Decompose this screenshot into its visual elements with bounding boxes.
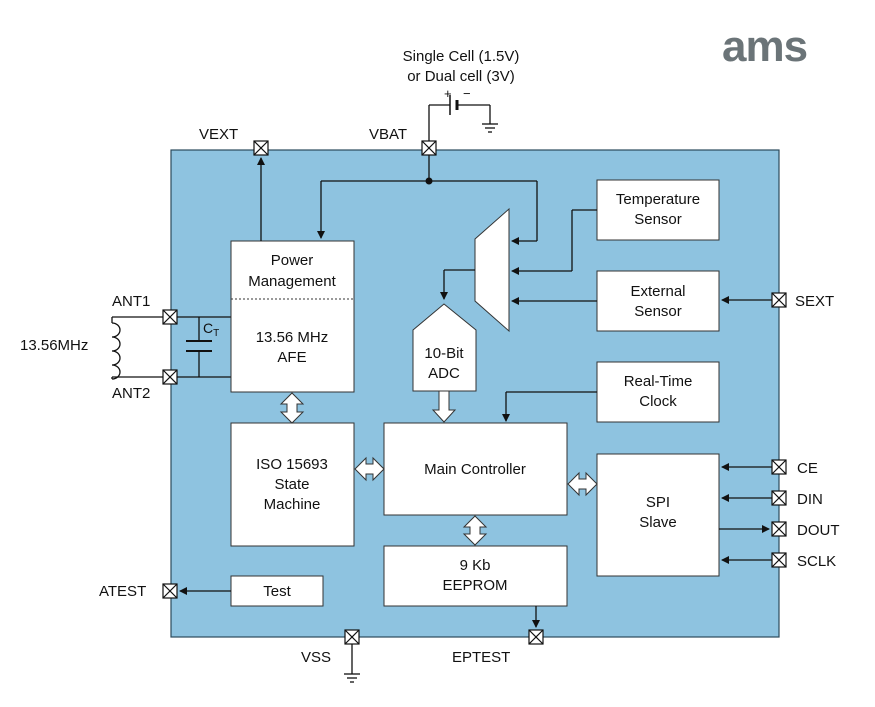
- adc-to-controller-arrow: [431, 390, 457, 423]
- pin-vext[interactable]: [253, 140, 269, 156]
- external-sensor-block: [596, 270, 720, 332]
- power-management-label-2: Management: [248, 273, 336, 290]
- adc-label-1: 10-Bit: [424, 345, 464, 362]
- antenna-coil: 13.56MHz: [20, 316, 163, 380]
- pin-ce[interactable]: [771, 459, 787, 475]
- pin-label-din: DIN: [797, 491, 823, 508]
- rtc-label-2: Clock: [639, 393, 677, 410]
- ground-icon: [482, 123, 498, 133]
- pin-sext[interactable]: [771, 292, 787, 308]
- pin-label-atest: ATEST: [99, 583, 146, 600]
- analog-multiplexer: [474, 207, 510, 333]
- controller-eeprom-arrow: [462, 515, 488, 546]
- tuning-capacitor: CT: [177, 316, 231, 378]
- temperature-sensor-label-1: Temperature: [616, 191, 700, 208]
- supply-label-line1: Single Cell (1.5V): [403, 48, 520, 65]
- pin-ant2[interactable]: [162, 369, 178, 385]
- pin-label-ant2: ANT2: [112, 385, 150, 402]
- pin-label-vext: VEXT: [199, 126, 238, 143]
- antenna-frequency: 13.56MHz: [20, 337, 88, 354]
- afe-label-1: 13.56 MHz: [256, 329, 329, 346]
- eeprom-block: [383, 545, 568, 607]
- rtc-block: [596, 361, 720, 423]
- pin-label-sext: SEXT: [795, 293, 834, 310]
- pin-din[interactable]: [771, 490, 787, 506]
- pin-label-dout: DOUT: [797, 522, 840, 539]
- controller-spi-arrow: [567, 471, 598, 497]
- state-machine-controller-arrow: [354, 456, 385, 482]
- external-sensor-label-2: Sensor: [634, 303, 682, 320]
- adc-block: [412, 303, 477, 392]
- battery-minus: −: [463, 86, 471, 101]
- adc-label-2: ADC: [428, 365, 460, 382]
- main-controller-label: Main Controller: [424, 461, 526, 478]
- pin-vbat[interactable]: [421, 140, 437, 156]
- state-machine-label-3: Machine: [264, 496, 321, 513]
- temperature-sensor-label-2: Sensor: [634, 211, 682, 228]
- spi-label-2: Slave: [639, 514, 677, 531]
- state-machine-label-2: State: [274, 476, 309, 493]
- test-block: [230, 575, 324, 607]
- capacitor-label: CT: [203, 320, 219, 339]
- pin-dout[interactable]: [771, 521, 787, 537]
- main-controller-block: [383, 422, 568, 516]
- spi-label-1: SPI: [646, 494, 670, 511]
- pin-label-eptest: EPTEST: [452, 649, 510, 666]
- pin-vss[interactable]: [344, 629, 360, 645]
- pin-label-ant1: ANT1: [112, 293, 150, 310]
- battery-plus: +: [444, 86, 452, 101]
- pin-label-sclk: SCLK: [797, 553, 836, 570]
- test-label: Test: [263, 583, 291, 600]
- pin-atest[interactable]: [162, 583, 178, 599]
- external-sensor-label-1: External: [630, 283, 685, 300]
- supply-label-line2: or Dual cell (3V): [407, 68, 515, 85]
- temperature-sensor-block: [596, 179, 720, 241]
- pin-ant1[interactable]: [162, 309, 178, 325]
- pin-label-vbat: VBAT: [369, 126, 407, 143]
- rtc-label-1: Real-Time: [624, 373, 693, 390]
- afe-label-2: AFE: [277, 349, 306, 366]
- state-machine-block: [230, 422, 355, 547]
- power-management-label-1: Power: [271, 252, 314, 269]
- eeprom-label-2: EEPROM: [442, 577, 507, 594]
- pin-eptest[interactable]: [528, 629, 544, 645]
- logo-text: ams: [722, 22, 807, 71]
- eeprom-label-1: 9 Kb: [460, 557, 491, 574]
- battery-supply: Single Cell (1.5V) or Dual cell (3V) + −: [403, 48, 520, 141]
- state-machine-label-1: ISO 15693: [256, 456, 328, 473]
- pin-label-ce: CE: [797, 460, 818, 477]
- power-afe-block: [230, 240, 355, 393]
- afe-state-machine-arrow: [279, 392, 305, 424]
- ams-logo: ams: [722, 22, 808, 71]
- pin-label-vss: VSS: [301, 649, 331, 666]
- pin-sclk[interactable]: [771, 552, 787, 568]
- vss-ground-icon: [344, 673, 360, 683]
- spi-slave-block: [596, 453, 720, 577]
